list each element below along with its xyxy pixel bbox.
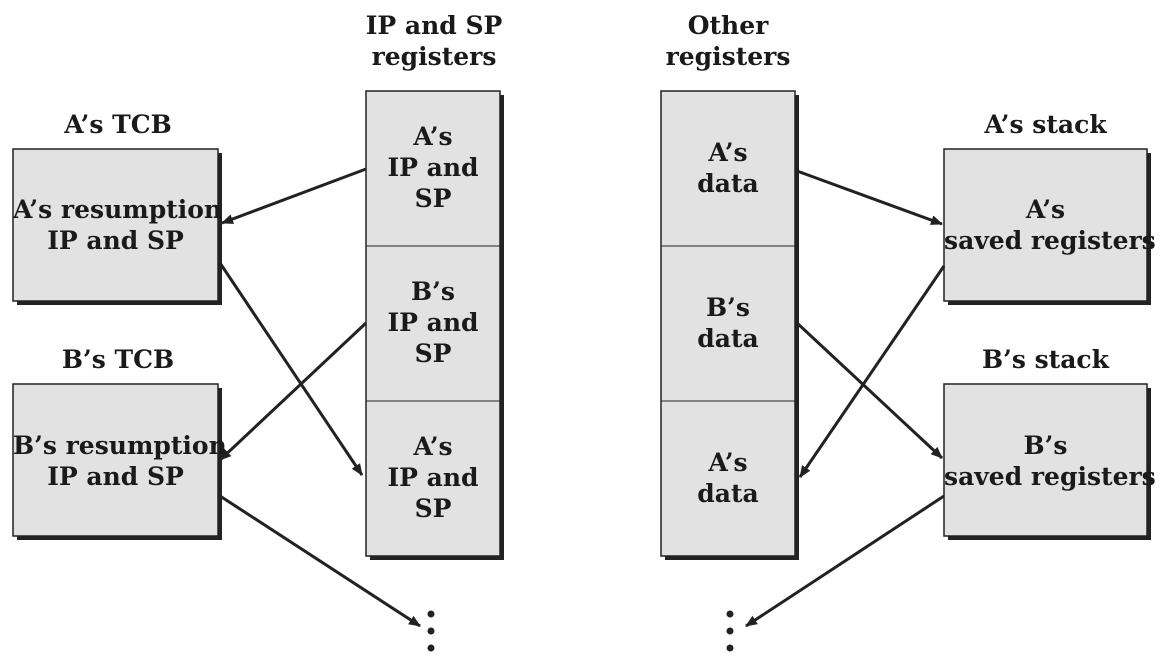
other-cell-2-line2: data [697, 324, 759, 353]
ip-sp-cell-3-line3: SP [414, 494, 452, 523]
other-cell-3: A’s data [661, 447, 795, 509]
a-tcb-header: A’s TCB [64, 110, 172, 139]
ip-sp-cell-3-line1: A’s [413, 432, 453, 461]
ip-sp-header-line2: registers [371, 42, 497, 71]
other-cell-3-line1: A’s [708, 448, 748, 477]
a-tcb-label: A’s resumption IP and SP [13, 194, 223, 256]
arrow-b-data-to-b-stack [795, 321, 944, 460]
other-register-column [660, 90, 799, 560]
ip-sp-cell-2: B’s IP and SP [366, 276, 500, 369]
arrow-a-data-to-a-stack [796, 169, 943, 226]
b-stack-label-line2: saved registers [944, 462, 1156, 491]
a-stack-label-line2: saved registers [944, 226, 1156, 255]
a-stack-box [943, 148, 1151, 305]
b-tcb-header: B’s TCB [61, 345, 175, 374]
other-cell-1-line2: data [697, 169, 759, 198]
other-cell-1-line1: A’s [708, 138, 748, 167]
continuation-dots-right [726, 610, 734, 652]
b-stack-box [943, 383, 1151, 540]
other-cell-2: B’s data [661, 292, 795, 354]
b-tcb-label-line1: B’s resumption [13, 431, 227, 460]
ip-sp-cell-1: A’s IP and SP [366, 121, 500, 214]
b-tcb-label-line2: IP and SP [47, 462, 184, 491]
arrow-a-ipsp-to-a-tcb [221, 167, 367, 225]
other-header-line1: Other [687, 11, 769, 40]
arrow-a-tcb-to-a-ipsp [218, 262, 364, 476]
a-stack-label-line1: A’s [1025, 195, 1066, 224]
ip-sp-cell-2-line1: B’s [411, 277, 455, 306]
b-tcb-label: B’s resumption IP and SP [13, 430, 227, 492]
ip-sp-register-column [365, 90, 504, 560]
arrow-b-stack-to-next [745, 494, 945, 628]
b-stack-label-line1: B’s [1023, 431, 1068, 460]
arrow-b-ipsp-to-b-tcb [218, 321, 368, 462]
ip-sp-cell-2-line2: IP and [387, 308, 479, 337]
other-header-line2: registers [665, 42, 791, 71]
arrow-a-stack-to-a-data [798, 265, 946, 478]
ip-sp-cell-3-line2: IP and [387, 463, 479, 492]
a-tcb-box [12, 148, 222, 305]
ip-sp-cell-1-line3: SP [414, 184, 452, 213]
other-header: Other registers [628, 10, 828, 72]
continuation-dots-left [427, 610, 435, 652]
a-tcb-label-line2: IP and SP [47, 226, 184, 255]
ip-sp-header-line1: IP and SP [365, 11, 503, 40]
ip-sp-header: IP and SP registers [334, 10, 534, 72]
ip-sp-cell-2-line3: SP [414, 339, 452, 368]
b-tcb-box [12, 383, 222, 540]
ip-sp-cell-3: A’s IP and SP [366, 431, 500, 524]
arrow-b-tcb-to-next [219, 494, 421, 628]
other-cell-3-line2: data [697, 479, 759, 508]
other-cell-2-line1: B’s [706, 293, 750, 322]
ip-sp-cell-1-line2: IP and [387, 153, 479, 182]
ip-sp-cell-1-line1: A’s [413, 122, 453, 151]
a-stack-header: A’s stack [984, 110, 1107, 139]
a-stack-label: A’s saved registers [944, 194, 1156, 256]
other-cell-1: A’s data [661, 137, 795, 199]
a-tcb-label-line1: A’s resumption [13, 195, 223, 224]
b-stack-header: B’s stack [982, 345, 1109, 374]
b-stack-label: B’s saved registers [944, 430, 1156, 492]
